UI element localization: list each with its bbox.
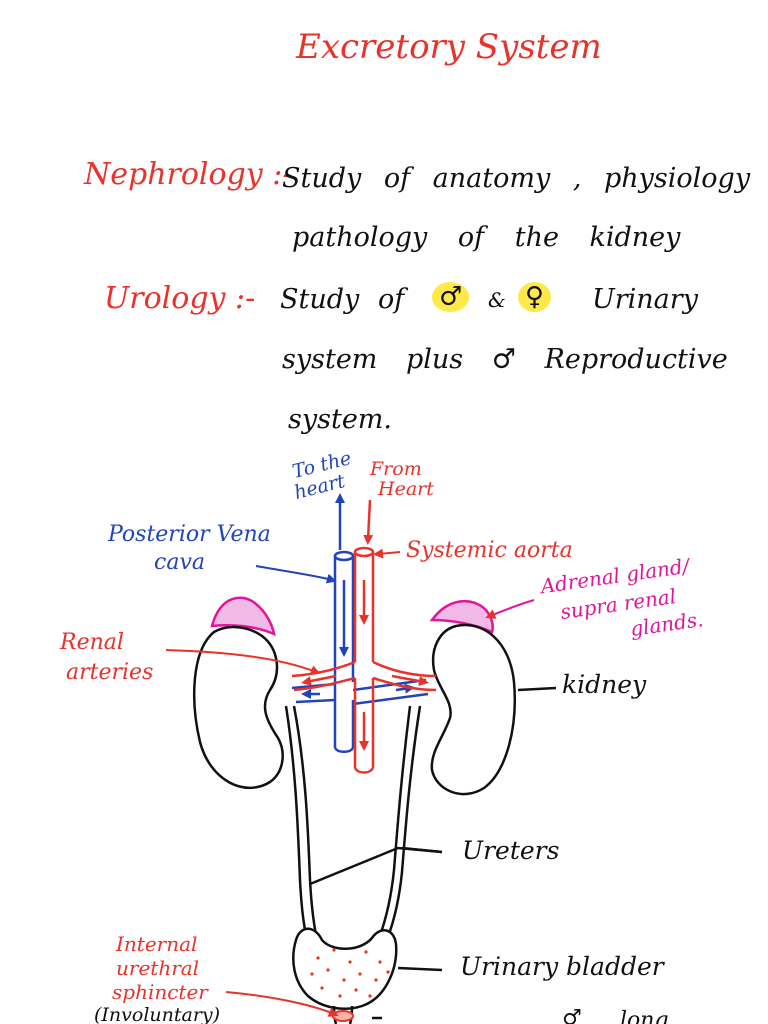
from-heart-arrow xyxy=(363,499,374,545)
label-male-bottom: ♂ xyxy=(562,1006,582,1024)
urology-and: & xyxy=(488,288,506,312)
pointer-ureter-left xyxy=(309,846,443,886)
label-posterior-vena-cava-line1: Posterior Vena xyxy=(108,522,271,547)
right-adrenal-gland xyxy=(429,599,494,634)
label-long: long xyxy=(620,1008,669,1024)
pointer-adrenal-gland xyxy=(485,599,535,619)
urology-term: Urology :- xyxy=(104,281,256,316)
posterior-vena-cava xyxy=(291,550,429,753)
pointer-kidney xyxy=(517,686,557,692)
nephrology-definition-line2: pathology of the kidney xyxy=(292,222,681,253)
left-kidney xyxy=(193,625,284,790)
pointer-urethral-sphincter xyxy=(225,991,339,1017)
label-from-heart-line2: Heart xyxy=(378,478,434,500)
nephrology-definition-line1: Study of anatomy , physiology & xyxy=(282,163,768,194)
label-from-heart-line1: From xyxy=(370,458,422,480)
label-posterior-vena-cava-line2: cava xyxy=(154,550,205,575)
label-systemic-aorta: Systemic aorta xyxy=(406,538,573,563)
pointer-ureter-right xyxy=(401,846,443,854)
female-symbol-highlighted: ♀ xyxy=(518,282,552,312)
systemic-aorta xyxy=(291,546,437,774)
label-internal-urethral-sphincter-line1: Internal xyxy=(116,932,198,956)
pointer-urinary-bladder xyxy=(397,966,443,972)
label-renal-arteries-line2: arteries xyxy=(66,660,154,685)
label-kidney: kidney xyxy=(562,670,647,699)
urinary-bladder xyxy=(292,927,398,1024)
label-renal-arteries-line1: Renal xyxy=(60,630,124,655)
urology-definition-line3: system. xyxy=(288,404,392,435)
urology-urinary: Urinary xyxy=(592,284,698,315)
page-title: Excretory System xyxy=(296,27,602,67)
pointer-renal-arteries xyxy=(165,649,321,675)
label-internal-urethral-sphincter-line2: urethral xyxy=(116,956,200,980)
urology-study: Study xyxy=(280,284,360,315)
urology-definition-line2: system plus ♂ Reproductive xyxy=(282,344,728,375)
nephrology-term: Nephrology :- xyxy=(84,157,293,192)
right-kidney xyxy=(430,623,516,796)
urology-of: of xyxy=(378,284,405,315)
label-internal-urethral-sphincter-line4: (Involuntary) xyxy=(94,1004,221,1024)
pointer-systemic-aorta xyxy=(373,548,401,559)
label-internal-urethral-sphincter-line3: sphincter xyxy=(112,980,208,1004)
left-adrenal-gland xyxy=(210,596,276,637)
pointer-posterior-vena-cava xyxy=(255,565,337,584)
label-ureters: Ureters xyxy=(462,836,560,865)
label-urinary-bladder: Urinary bladder xyxy=(460,952,664,981)
male-symbol-highlighted: ♂ xyxy=(432,282,470,312)
